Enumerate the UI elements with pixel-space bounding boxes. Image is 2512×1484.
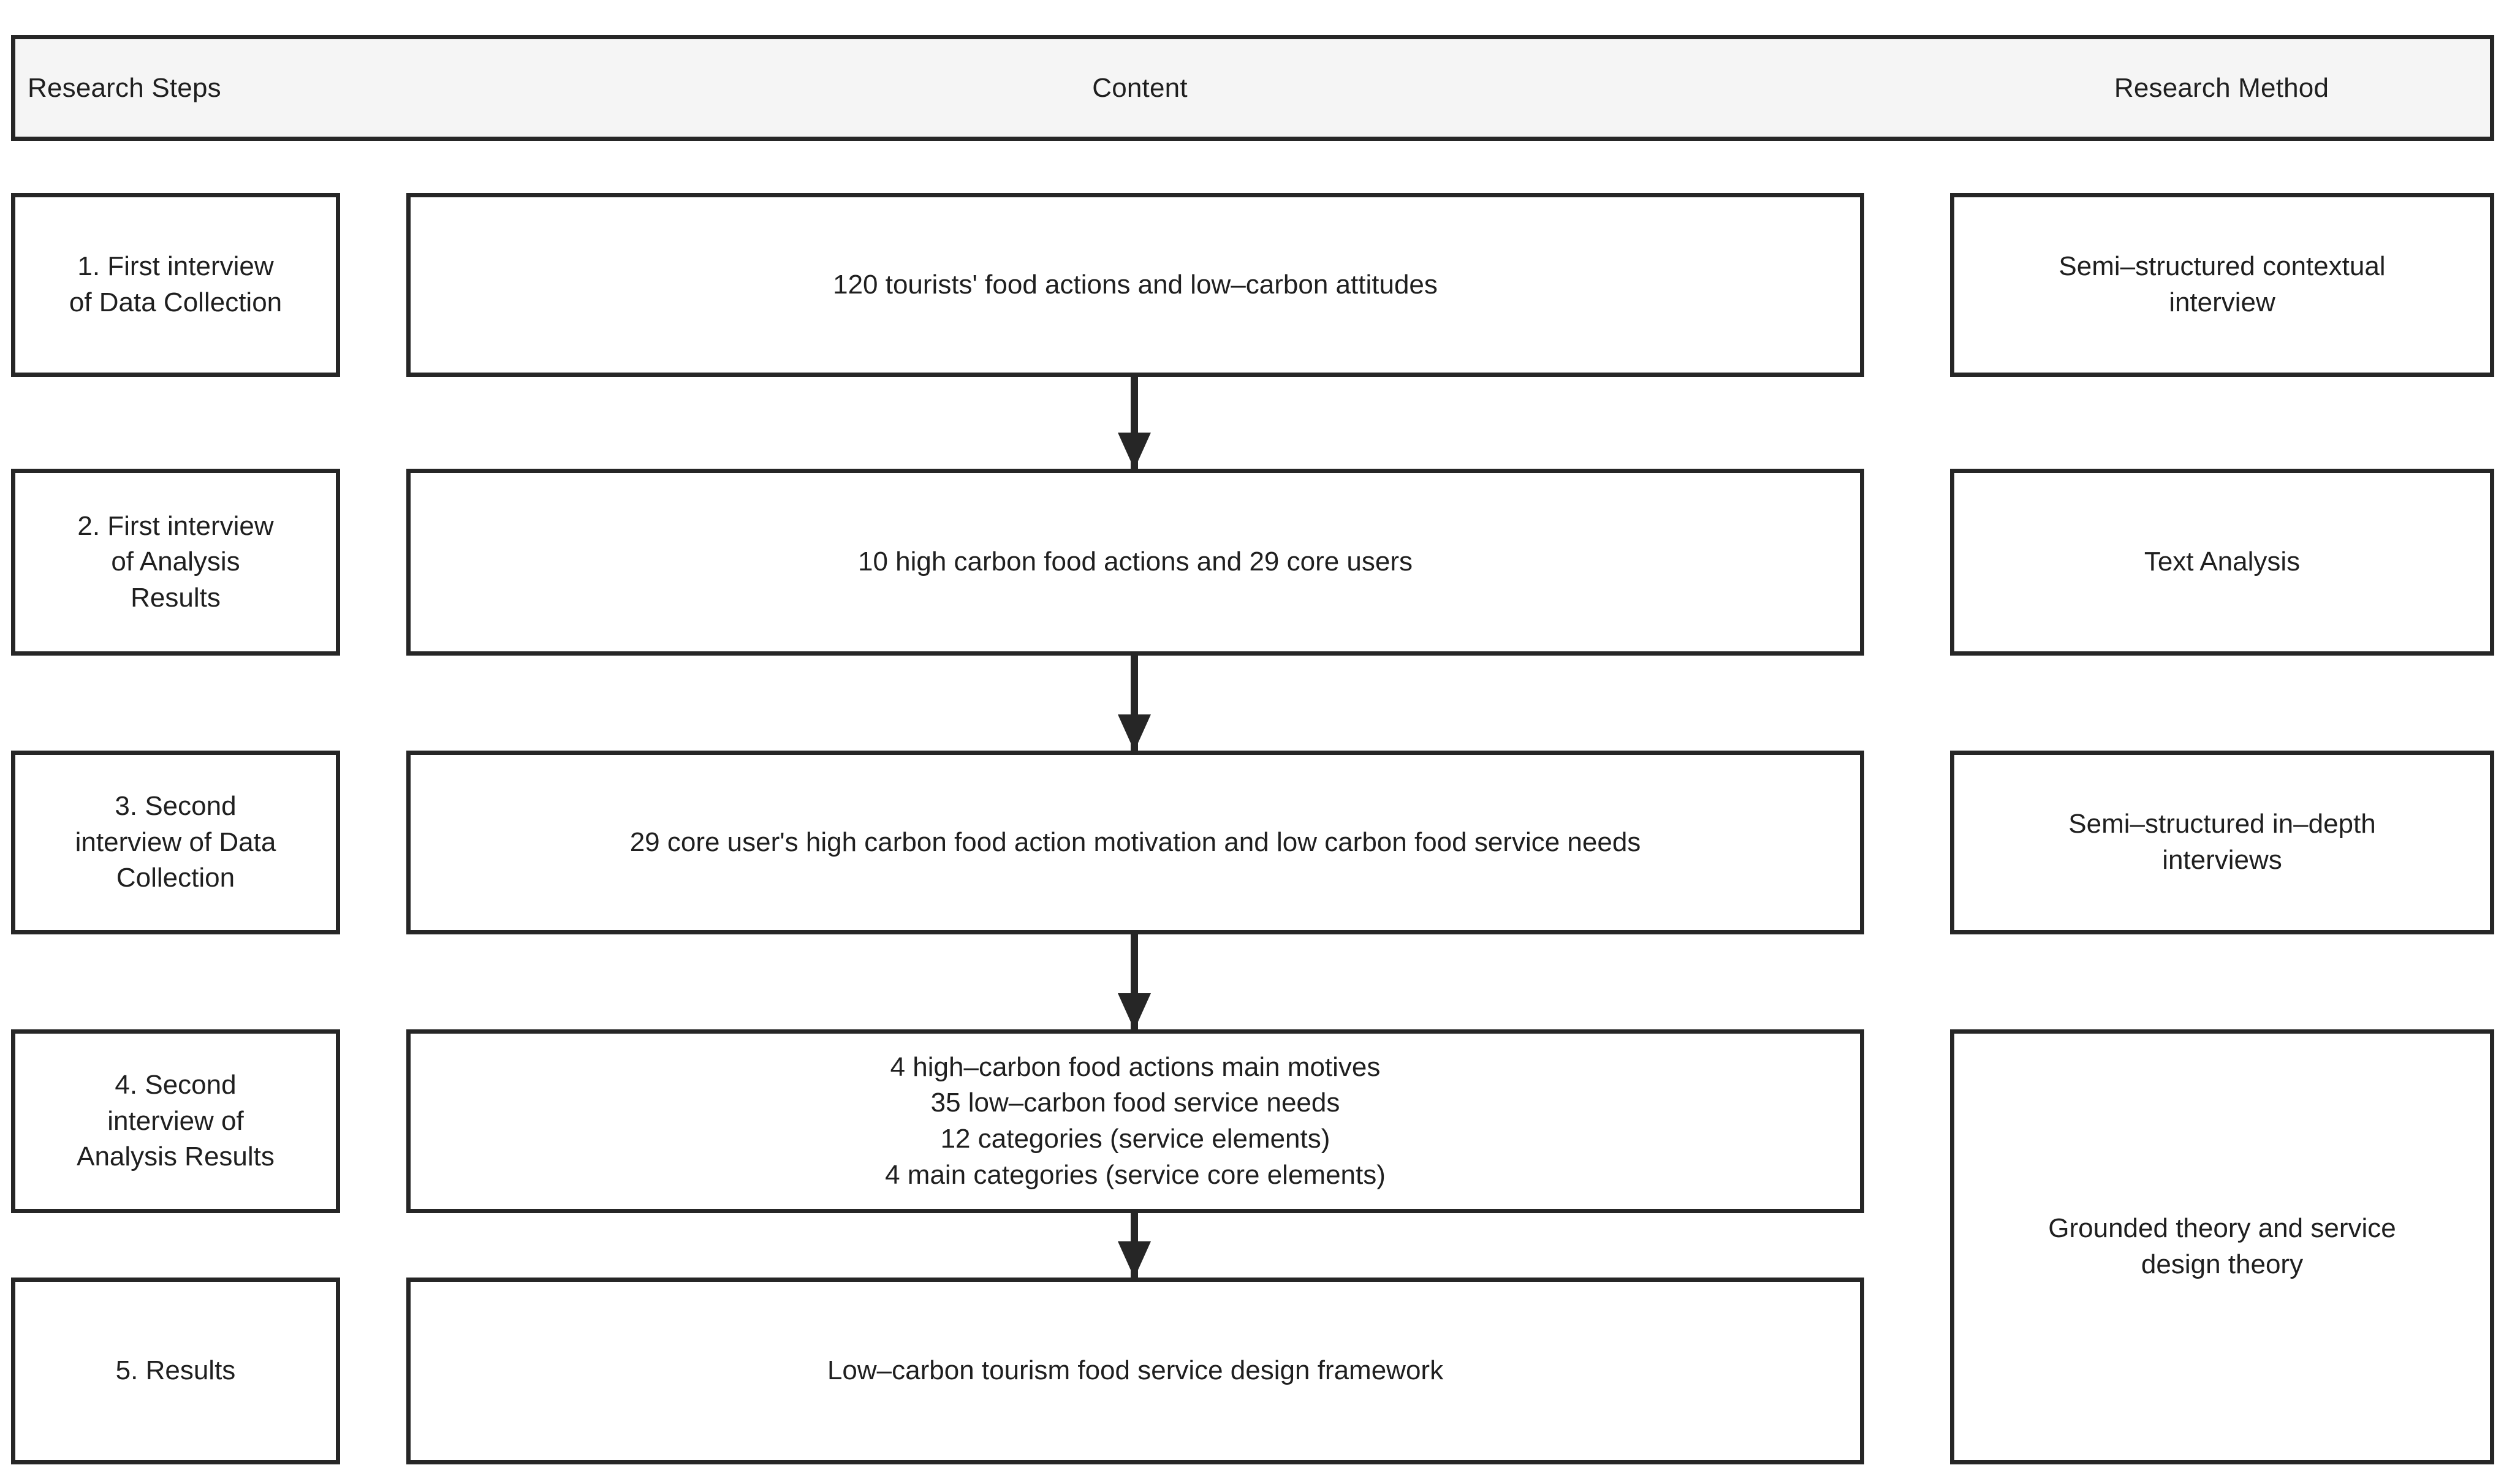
content-box-1-label: 120 tourists' food actions and low–carbo…: [833, 269, 1438, 300]
column-header-research-method: Research Method: [2114, 72, 2329, 103]
content-box-3: 29 core user's high carbon food action m…: [406, 751, 1864, 934]
method-box-1: Semi–structured contextual interview: [1950, 193, 2494, 377]
table-header-bar: Research Steps Content Research Method: [11, 35, 2494, 141]
down-arrow-icon-2: [1131, 656, 1138, 751]
step-box-5: 5. Results: [11, 1278, 340, 1464]
step-box-1-label: 1. First interview of Data Collection: [69, 251, 283, 317]
down-arrow-icon-4: [1131, 1213, 1138, 1278]
step-box-4: 4. Second interview of Analysis Results: [11, 1029, 340, 1213]
step-box-3-label: 3. Second interview of Data Collection: [75, 791, 276, 893]
step-box-3: 3. Second interview of Data Collection: [11, 751, 340, 934]
content-box-5-label: Low–carbon tourism food service design f…: [827, 1355, 1444, 1386]
content-box-2-label: 10 high carbon food actions and 29 core …: [857, 547, 1413, 577]
method-box-4-5-label: Grounded theory and service design theor…: [2048, 1213, 2396, 1279]
step-box-4-label: 4. Second interview of Analysis Results: [77, 1070, 275, 1172]
content-box-4-label: 4 high–carbon food actions main motives …: [885, 1051, 1386, 1190]
content-box-1: 120 tourists' food actions and low–carbo…: [406, 193, 1864, 377]
content-box-5: Low–carbon tourism food service design f…: [406, 1278, 1864, 1464]
down-arrow-icon-3: [1131, 934, 1138, 1029]
content-box-2: 10 high carbon food actions and 29 core …: [406, 469, 1864, 656]
method-box-3: Semi–structured in–depth interviews: [1950, 751, 2494, 934]
method-box-3-label: Semi–structured in–depth interviews: [2068, 809, 2376, 875]
step-box-2-label: 2. First interview of Analysis Results: [77, 510, 274, 613]
content-box-3-label: 29 core user's high carbon food action m…: [629, 827, 1641, 857]
step-box-1: 1. First interview of Data Collection: [11, 193, 340, 377]
method-box-1-label: Semi–structured contextual interview: [2059, 251, 2386, 317]
method-box-4-5-merged: Grounded theory and service design theor…: [1950, 1029, 2494, 1464]
method-box-2: Text Analysis: [1950, 469, 2494, 656]
step-box-2: 2. First interview of Analysis Results: [11, 469, 340, 656]
step-box-5-label: 5. Results: [115, 1355, 236, 1386]
column-header-content: Content: [1092, 72, 1188, 103]
down-arrow-icon-1: [1131, 377, 1138, 469]
column-header-research-steps: Research Steps: [28, 72, 221, 103]
content-box-4: 4 high–carbon food actions main motives …: [406, 1029, 1864, 1213]
method-box-2-label: Text Analysis: [2144, 547, 2301, 577]
